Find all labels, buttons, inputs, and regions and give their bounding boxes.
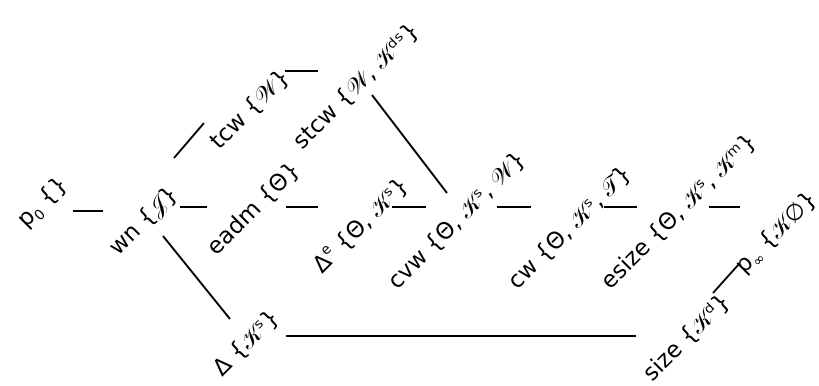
node-esize: esize {Θ, 𝒦ˢ, 𝒦ᵐ} bbox=[596, 129, 762, 295]
node-eadm: eadm {Θ} bbox=[202, 157, 305, 260]
svg-text:tcw {𝒲}: tcw {𝒲} bbox=[205, 64, 295, 154]
node-wn: wn {𝒥} bbox=[104, 181, 183, 260]
node-size: size {𝒦ᵈ} bbox=[638, 289, 736, 386]
edge-stcw-cvw bbox=[371, 94, 448, 194]
svg-text:size {𝒦ᵈ}: size {𝒦ᵈ} bbox=[638, 289, 736, 386]
svg-text:Δ {𝒦ˢ}: Δ {𝒦ˢ} bbox=[208, 305, 285, 382]
node-stcw: stcw {𝒲, 𝒦ᵈˢ} bbox=[288, 18, 425, 155]
node-tcw: tcw {𝒲} bbox=[205, 64, 295, 154]
svg-text:stcw {𝒲, 𝒦ᵈˢ}: stcw {𝒲, 𝒦ᵈˢ} bbox=[288, 18, 425, 155]
edge-wn-delta bbox=[162, 235, 231, 320]
edge-size-pinf bbox=[712, 263, 740, 294]
svg-text:eadm {Θ}: eadm {Θ} bbox=[202, 157, 305, 260]
svg-text:p∞ {𝒦∅}: p∞ {𝒦∅} bbox=[730, 186, 819, 280]
svg-text:p0 {}: p0 {} bbox=[12, 171, 75, 234]
node-delta: Δ {𝒦ˢ} bbox=[208, 305, 285, 382]
node-p-infinity: p∞ {𝒦∅} bbox=[730, 186, 819, 280]
svg-text:esize {Θ, 𝒦ˢ, 𝒦ᵐ}: esize {Θ, 𝒦ˢ, 𝒦ᵐ} bbox=[596, 129, 762, 295]
node-p0: p0 {} bbox=[12, 171, 75, 234]
svg-text:wn {𝒥}: wn {𝒥} bbox=[104, 181, 183, 260]
edge-wn-tcw bbox=[173, 122, 205, 159]
